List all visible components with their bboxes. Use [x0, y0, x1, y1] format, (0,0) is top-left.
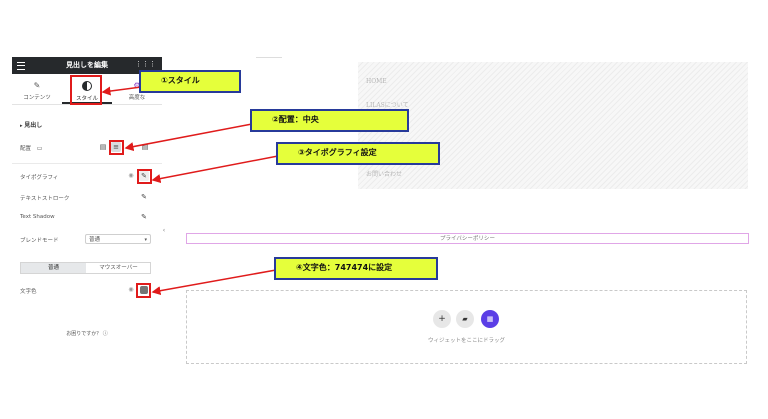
arrow-step1	[101, 86, 142, 96]
callout-step4: ④文字色：747474に設定	[274, 257, 438, 280]
callout-step3: ③タイポグラフィ設定	[276, 142, 440, 165]
chevron-down-icon: ▾	[144, 237, 147, 243]
highlight-style-tab	[70, 75, 102, 105]
typography-label: タイポグラフィ	[20, 175, 59, 181]
text-stroke-edit-button[interactable]: ✎	[141, 193, 147, 201]
question-icon: ⓘ	[102, 331, 108, 337]
globe-icon[interactable]: ◉	[128, 286, 134, 293]
highlight-typography	[137, 169, 152, 184]
alignment-row: 配置 ▭	[20, 144, 42, 152]
tab-contents-label: コンテンツ	[23, 95, 51, 101]
gear-icon: ⚙	[133, 81, 141, 90]
help-link[interactable]: お困りですか？ ⓘ	[12, 330, 162, 337]
help-text: お困りですか？	[66, 331, 102, 337]
alignment-label: 配置	[20, 146, 32, 152]
desktop-icon[interactable]: ▭	[36, 145, 43, 152]
arrow-step4	[151, 269, 277, 296]
state-toggle: 普通 マウスオーバー	[20, 262, 151, 274]
menu-icon[interactable]	[17, 62, 25, 70]
text-color-label: 文字色	[20, 289, 37, 295]
color-swatch[interactable]	[140, 286, 148, 294]
align-center-button[interactable]: ≡	[111, 142, 121, 152]
section-heading-label: 見出し	[24, 122, 43, 129]
section-heading[interactable]: ▸ 見出し	[20, 120, 42, 129]
contrast-icon	[82, 81, 92, 91]
divider	[12, 163, 162, 164]
blend-mode-value: 普通	[89, 237, 101, 243]
blend-mode-select[interactable]: 普通 ▾	[85, 234, 151, 244]
editor-title: 見出しを編集	[66, 61, 108, 69]
blend-mode-label: ブレンドモード	[20, 238, 59, 244]
text-shadow-label: Text Shadow	[20, 214, 55, 220]
menu-item-contact[interactable]: お問い合わせ	[366, 171, 403, 178]
tab-advanced-label: 高度な	[128, 95, 146, 101]
state-hover-tab[interactable]: マウスオーバー	[99, 265, 138, 271]
arrow-step2	[124, 123, 253, 152]
arrow-step3	[151, 155, 279, 184]
callout-step2: ②配置：中央	[250, 109, 409, 132]
menu-placeholder-area	[358, 62, 748, 189]
collapse-panel-button[interactable]: ‹	[162, 227, 166, 234]
menu-item-home[interactable]: HOME	[366, 78, 387, 85]
dropzone-text: ウィジェットをここにドラッグ	[427, 338, 505, 344]
align-left-button[interactable]: ▤	[99, 143, 107, 151]
privacy-heading-widget[interactable]: プライバシーポリシー	[186, 233, 749, 244]
menu-item-about[interactable]: LILASについて	[366, 102, 409, 109]
divider	[256, 57, 282, 58]
pencil-icon: ✎	[33, 81, 41, 90]
template-kit-button[interactable]: ▦	[481, 310, 499, 328]
highlight-align-center	[109, 140, 124, 155]
text-shadow-edit-button[interactable]: ✎	[141, 213, 147, 221]
folder-icon[interactable]: ▰	[456, 310, 474, 328]
text-stroke-label: テキストストローク	[20, 196, 70, 202]
typography-edit-button[interactable]: ✎	[139, 171, 149, 181]
caret-right-icon: ▸	[20, 123, 25, 129]
state-normal-tab[interactable]: 普通	[21, 263, 86, 273]
widgets-grid-icon[interactable]: ⋮⋮⋮	[135, 60, 156, 68]
widget-dropzone[interactable]	[186, 290, 747, 364]
callout-step1: ①スタイル	[139, 70, 241, 93]
tab-advanced[interactable]: ⚙ 高度な	[112, 74, 162, 104]
highlight-text-color	[136, 283, 151, 298]
tab-contents[interactable]: ✎ コンテンツ	[12, 74, 62, 104]
globe-icon[interactable]: ◉	[128, 172, 134, 179]
align-right-button[interactable]: ▤	[141, 143, 149, 151]
editor-panel	[12, 57, 162, 362]
editor-topbar: 見出しを編集 ⋮⋮⋮	[12, 57, 162, 74]
tab-style-label: スタイル	[75, 96, 98, 102]
add-section-button[interactable]: +	[433, 310, 451, 328]
